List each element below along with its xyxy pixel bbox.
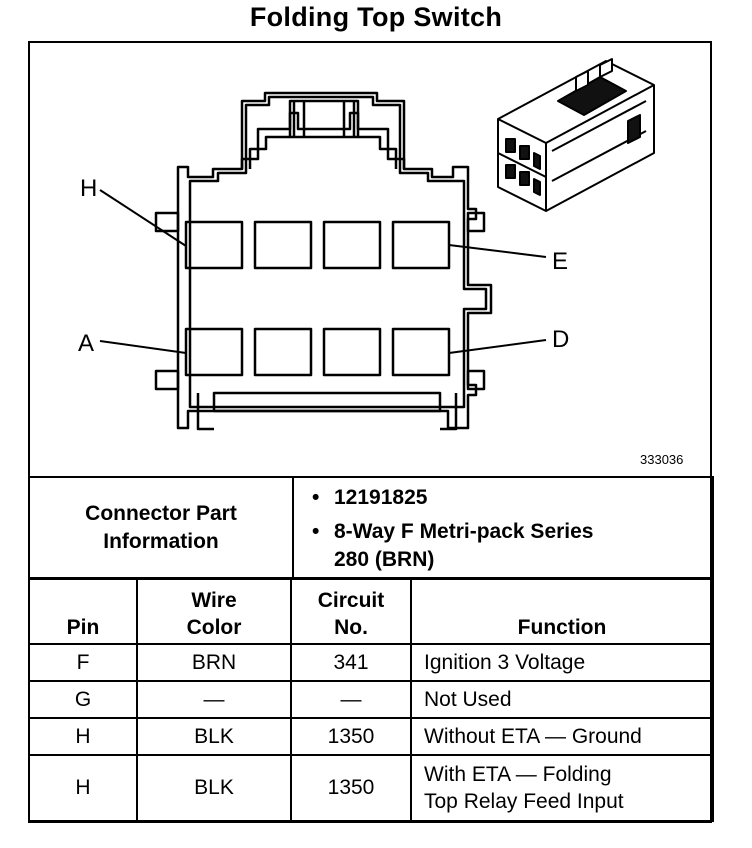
tab-top-right — [466, 211, 486, 233]
latch-inner — [248, 135, 398, 169]
connector-series: •8-Way F Metri-pack Series — [312, 520, 594, 543]
page-title: Folding Top Switch — [249, 2, 503, 32]
latch-slot — [288, 99, 360, 139]
cavity-bottom-2 — [253, 327, 313, 377]
table-row: G — — Not Used — [28, 680, 714, 719]
connector-housing-inner — [188, 95, 488, 409]
table-row: F BRN 341 Ignition 3 Voltage — [28, 643, 714, 682]
bottom-rail-tabs — [196, 393, 458, 431]
latch-post-left — [292, 101, 306, 137]
leader-e — [448, 244, 547, 258]
cavity-h — [184, 220, 244, 270]
connector-series-cont: 280 (BRN) — [334, 548, 435, 571]
pin-label-a: A — [78, 330, 94, 357]
tab-top-left — [154, 211, 180, 233]
connector-part-number: •12191825 — [312, 486, 428, 509]
connector-housing-outer — [176, 91, 493, 430]
latch-outer — [240, 111, 406, 169]
connector-diagram: H E A D — [78, 58, 655, 431]
outer-frame — [28, 41, 712, 823]
tab-bottom-left — [154, 369, 180, 391]
pin-label-e: E — [552, 248, 568, 275]
latch-post-right — [342, 101, 356, 137]
header-pin: Pin — [28, 577, 138, 645]
leader-a — [99, 340, 187, 354]
cavity-a — [184, 327, 244, 377]
table-row: H BLK 1350 With ETA — Folding Top Relay … — [28, 754, 714, 822]
connector-info-label: Connector Part Information — [28, 476, 294, 580]
cavity-e — [391, 220, 451, 270]
cavity-top-3 — [322, 220, 382, 270]
connector-info-table: Connector Part Information •12191825 •8-… — [28, 476, 714, 580]
reference-number: 333036 — [640, 452, 684, 467]
tab-bottom-right — [466, 369, 486, 391]
cavity-bottom-3 — [322, 327, 382, 377]
leader-d — [448, 339, 547, 354]
pin-label-d: D — [552, 326, 569, 353]
bottom-rail — [212, 391, 442, 413]
cavity-top-2 — [253, 220, 313, 270]
leader-h — [99, 189, 187, 247]
connector-iso-view — [497, 58, 655, 212]
connector-info-values: •12191825 •8-Way F Metri-pack Series 280… — [292, 476, 714, 580]
pin-label-h: H — [80, 175, 97, 202]
table-row: H BLK 1350 Without ETA — Ground — [28, 717, 714, 756]
header-function: Function — [410, 577, 714, 645]
cavity-d — [391, 327, 451, 377]
